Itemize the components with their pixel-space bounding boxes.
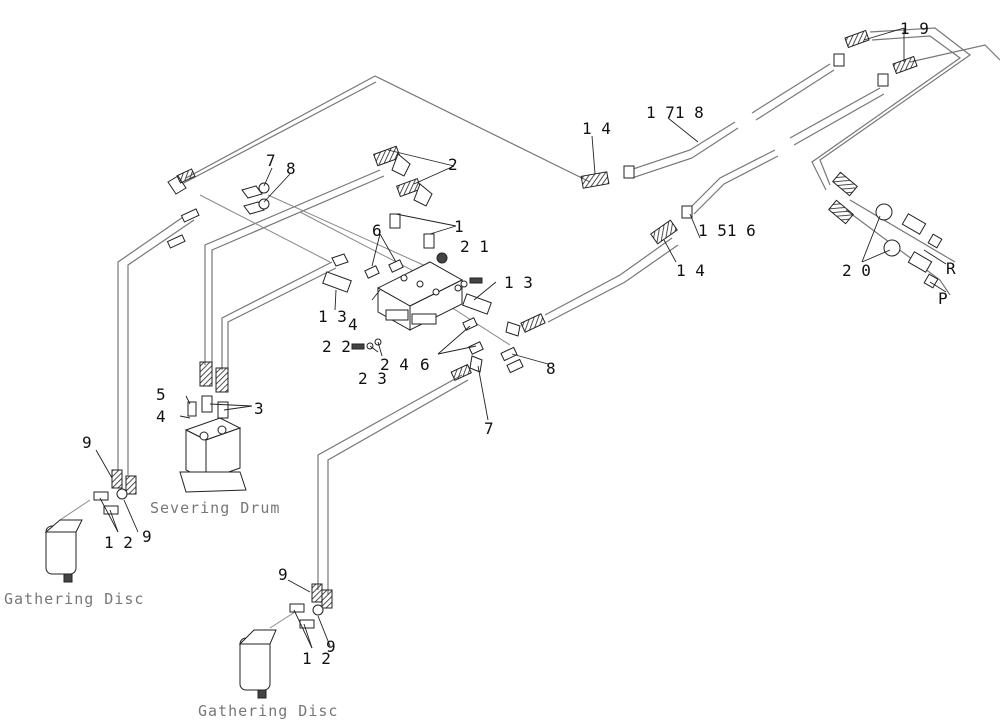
callout-15-16: 1 51 6 (698, 221, 756, 240)
elbow-fitting-top-left (167, 168, 196, 195)
callout-6-top: 6 (372, 221, 382, 240)
callout-14-top: 1 4 (582, 119, 611, 138)
ferrule-17 (623, 165, 635, 179)
severing-drum-motor (179, 361, 247, 493)
callout-9-gd2-side: 9 (326, 637, 336, 656)
fitting-6c (462, 317, 478, 331)
gathering-disc-label-1: Gathering Disc (4, 590, 144, 608)
callout-2: 2 (448, 155, 458, 174)
callout-24: 2 4 (380, 355, 409, 374)
callout-labels: 2 1 2 1 7 8 6 4 1 3 1 3 6 8 7 2 2 2 3 2 … (82, 19, 956, 668)
elbow-fitting-7-8 (241, 182, 270, 215)
callout-20: 2 0 (842, 261, 871, 280)
hose-end-14-top (580, 171, 610, 189)
callout-14-lower: 1 4 (676, 261, 705, 280)
severing-drum-label: Severing Drum (150, 499, 280, 517)
hose-end-7-lower (450, 363, 472, 381)
callout-13-left: 1 3 (318, 307, 347, 326)
elbow-2a (391, 153, 411, 177)
callout-5: 5 (156, 385, 166, 404)
gathering-disc-label-2: Gathering Disc (198, 702, 338, 720)
manifold-block (376, 261, 464, 331)
callout-7-lower: 7 (484, 419, 494, 438)
callout-9-gd2-top: 9 (278, 565, 288, 584)
elbow-2b (413, 183, 433, 207)
callout-19: 1 9 (900, 19, 929, 38)
elbow-7-lower (469, 355, 483, 373)
callout-1: 1 (454, 217, 464, 236)
callout-22: 2 2 (322, 337, 351, 356)
callout-3: 3 (254, 399, 264, 418)
callout-23: 2 3 (358, 369, 387, 388)
callout-12-gd2: 1 2 (302, 649, 331, 668)
hose-end-14-lower (650, 219, 678, 245)
fitting-5 (187, 401, 197, 417)
hose-end-19b (892, 55, 918, 75)
ferrule-15 (681, 205, 693, 219)
leader-lines (95, 27, 947, 649)
gathering-disc-motor-2 (238, 583, 333, 699)
callout-9-gd1-side: 9 (142, 527, 152, 546)
fitting-8-lower (500, 346, 518, 362)
callout-13-right: 1 3 (504, 273, 533, 292)
callout-P: P (938, 289, 948, 308)
callout-17-18: 1 71 8 (646, 103, 704, 122)
straight-fitting-left (166, 208, 200, 249)
callout-9-gd1-top: 9 (82, 433, 92, 452)
callout-21: 2 1 (460, 237, 489, 256)
plug-21 (436, 252, 448, 264)
callout-7-top: 7 (266, 151, 276, 170)
callout-8-top: 8 (286, 159, 296, 178)
callout-4-manifold: 4 (348, 315, 358, 334)
fittings (44, 29, 943, 699)
adapter-1b (423, 233, 435, 249)
callout-4-drum: 4 (156, 407, 166, 426)
fitting-6d (468, 341, 484, 355)
callout-12-gd1: 1 2 (104, 533, 133, 552)
hose-end-2b (395, 177, 422, 198)
ferrule-19b (833, 53, 845, 67)
gathering-disc-motor-1 (44, 469, 137, 583)
fitting-8-lower-b (506, 358, 524, 374)
fitting-13-left (322, 253, 352, 293)
hoses (59, 27, 1000, 629)
adapter-1a (389, 213, 401, 229)
callout-6-lower: 6 (420, 355, 430, 374)
callout-R: R (946, 259, 956, 278)
fitting-6a (364, 265, 380, 279)
callout-8-lower: 8 (546, 359, 556, 378)
ferrule-19 (877, 73, 889, 87)
hose-end-19a (844, 29, 870, 49)
fitting-6b (388, 259, 404, 273)
component-labels: Severing Drum Gathering Disc Gathering D… (4, 499, 338, 720)
fitting-13-right (462, 293, 546, 337)
